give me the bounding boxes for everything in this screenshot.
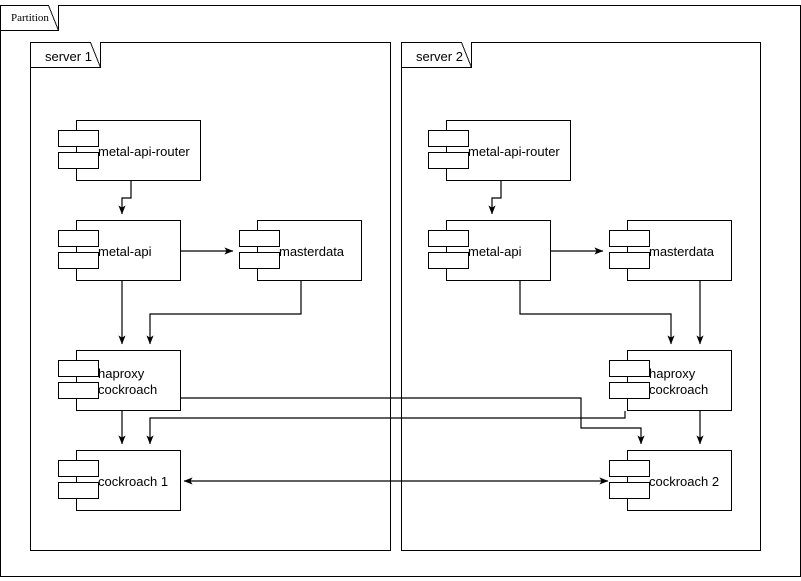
connector-haproxy1-to-cockroach2 <box>181 397 645 445</box>
component-cockroach-1[interactable]: cockroach 1 <box>58 450 181 511</box>
component-label-line-1: haproxy <box>98 366 145 381</box>
component-masterdata-2[interactable]: masterdata <box>609 220 732 281</box>
component-label: masterdata <box>649 244 715 259</box>
connector-metalapi2-to-haproxy2 <box>519 281 675 345</box>
component-metal-api-1[interactable]: metal-api <box>58 220 181 281</box>
connector-router2-to-metalapi2 <box>488 181 502 215</box>
server-2-label: server 2 <box>416 49 463 64</box>
component-label: cockroach 2 <box>649 474 719 489</box>
component-masterdata-1[interactable]: masterdata <box>239 220 362 281</box>
component-label: masterdata <box>279 244 345 259</box>
component-label-line-2: cockroach <box>649 382 708 397</box>
component-label: metal-api <box>468 244 522 259</box>
connector-masterdata1-to-haproxy1 <box>146 281 302 345</box>
component-label-line-2: cockroach <box>98 382 157 397</box>
component-metal-api-router-1[interactable]: metal-api-router <box>58 120 201 181</box>
component-label: metal-api <box>98 244 152 259</box>
component-haproxy-cockroach-2[interactable]: haproxy cockroach <box>609 350 732 411</box>
server-2-panel <box>401 42 761 551</box>
component-label: metal-api-router <box>468 144 560 159</box>
server-1-label: server 1 <box>45 49 92 64</box>
connector-haproxy2-to-cockroach1 <box>146 411 626 445</box>
server-1-panel <box>30 42 391 551</box>
component-label: metal-api-router <box>98 144 190 159</box>
component-cockroach-2[interactable]: cockroach 2 <box>609 450 732 511</box>
component-haproxy-cockroach-1[interactable]: haproxy cockroach <box>58 350 181 411</box>
component-label: cockroach 1 <box>98 474 168 489</box>
component-label-line-1: haproxy <box>649 366 696 381</box>
partition-label: Partition <box>11 12 49 24</box>
component-metal-api-router-2[interactable]: metal-api-router <box>428 120 571 181</box>
component-metal-api-2[interactable]: metal-api <box>428 220 551 281</box>
connector-router1-to-metalapi1 <box>118 181 132 215</box>
